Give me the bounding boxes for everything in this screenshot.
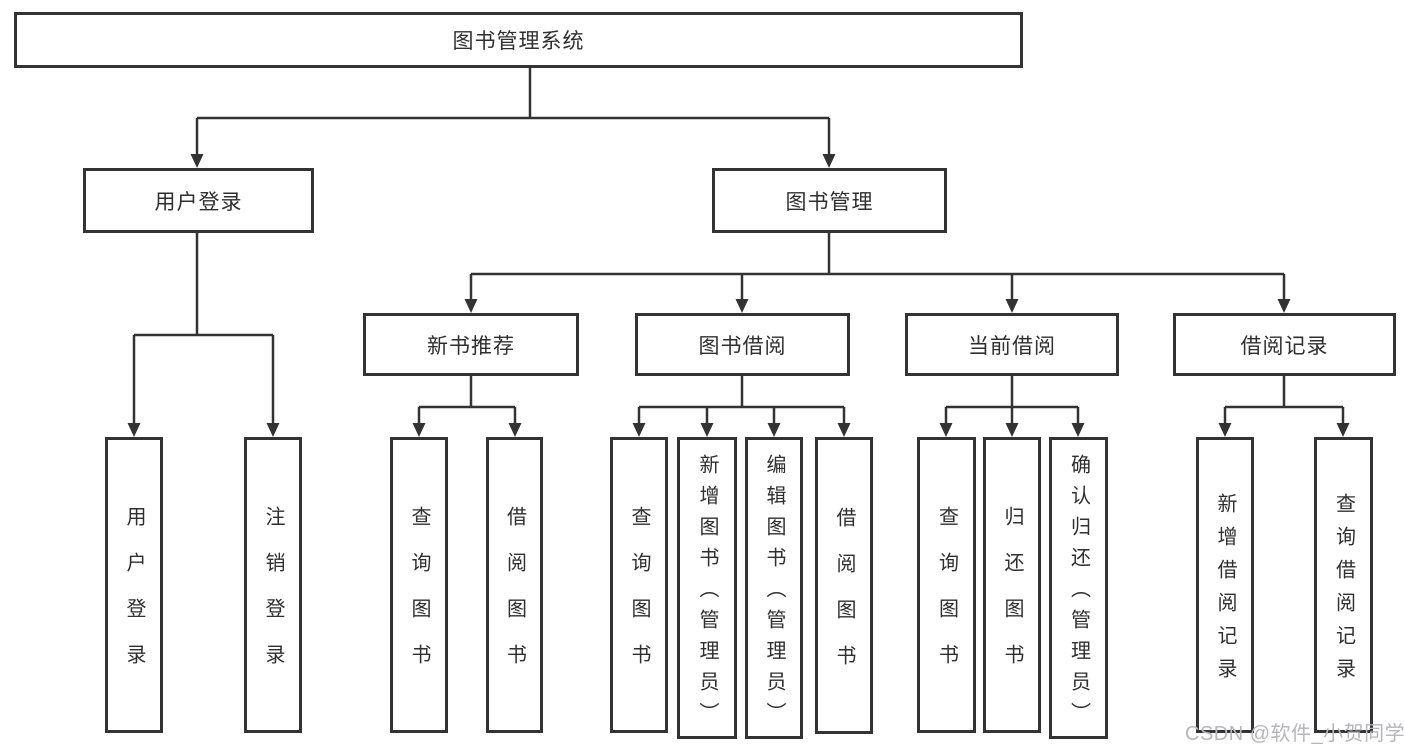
connector-user-login — [132, 233, 275, 424]
arrowhead-icon — [127, 423, 141, 437]
leaf-confirm-return-admin: 确认归还（管理员） — [1049, 437, 1108, 739]
leaf-label: 查询图书 — [408, 506, 430, 690]
connector-book-mgmt — [469, 233, 1286, 300]
node-book-borrow: 图书借阅 — [635, 313, 850, 376]
arrowhead-icon — [266, 423, 280, 437]
arrowhead-icon — [700, 423, 714, 437]
leaf-query-books-current: 查询图书 — [917, 437, 976, 733]
leaf-label: 注销登录 — [262, 506, 284, 690]
leaf-label: 查询图书 — [935, 506, 958, 690]
arrowhead-icon — [939, 423, 953, 437]
leaf-label: 确认归还（管理员） — [1067, 454, 1090, 733]
connector-book-borrow — [637, 376, 846, 424]
leaf-user-login: 用户登录 — [105, 437, 163, 733]
leaf-query-borrow-record: 查询借阅记录 — [1314, 437, 1373, 733]
node-current-borrow: 当前借阅 — [905, 313, 1119, 376]
leaf-logout: 注销登录 — [244, 437, 302, 733]
leaf-borrow-books-recommend: 借阅图书 — [486, 437, 543, 733]
connector-current-borrow — [944, 376, 1080, 424]
arrowhead-icon — [767, 423, 781, 437]
connector-new-book — [417, 376, 517, 424]
leaf-label: 查询图书 — [628, 506, 650, 690]
leaf-query-books-recommend: 查询图书 — [390, 437, 448, 733]
arrowheads — [127, 154, 1350, 437]
leaf-edit-book-admin: 编辑图书（管理员） — [745, 437, 803, 739]
connector-borrow-records — [1223, 376, 1345, 424]
arrowhead-icon — [1336, 423, 1350, 437]
arrowhead-icon — [632, 423, 646, 437]
node-book-management: 图书管理 — [712, 168, 947, 233]
arrowhead-icon — [1218, 423, 1232, 437]
arrowhead-icon — [1005, 299, 1019, 313]
arrowhead-icon — [837, 423, 851, 437]
leaf-label: 借阅图书 — [833, 506, 855, 691]
arrowhead-icon — [1277, 299, 1291, 313]
leaf-label: 编辑图书（管理员） — [763, 454, 785, 733]
leaf-add-borrow-record: 新增借阅记录 — [1196, 437, 1254, 733]
connector-root — [195, 68, 831, 156]
arrowhead-icon — [464, 299, 478, 313]
leaf-add-book-admin: 新增图书（管理员） — [677, 437, 737, 739]
leaf-return-book: 归还图书 — [983, 437, 1041, 733]
node-borrow-records: 借阅记录 — [1173, 313, 1396, 376]
leaf-label: 新增图书（管理员） — [696, 454, 718, 733]
leaf-query-books-borrow: 查询图书 — [610, 437, 668, 733]
leaf-label: 查询借阅记录 — [1332, 492, 1355, 691]
arrowhead-icon — [735, 299, 749, 313]
node-new-book-recommend: 新书推荐 — [363, 313, 579, 376]
arrowhead-icon — [412, 423, 426, 437]
arrowhead-icon — [1005, 423, 1019, 437]
arrowhead-icon — [190, 154, 204, 168]
leaf-label: 新增借阅记录 — [1214, 492, 1236, 691]
arrowhead-icon — [822, 154, 836, 168]
arrowhead-icon — [508, 423, 522, 437]
csdn-watermark: CSDN @软件_小贺同学 — [1185, 723, 1405, 745]
leaf-label: 用户登录 — [123, 506, 145, 690]
node-user-login: 用户登录 — [83, 168, 314, 233]
arrowhead-icon — [1071, 423, 1085, 437]
node-root-library-system: 图书管理系统 — [14, 12, 1023, 68]
leaf-label: 借阅图书 — [503, 506, 526, 690]
leaf-label: 归还图书 — [1001, 506, 1023, 690]
leaf-borrow-books: 借阅图书 — [815, 437, 873, 734]
